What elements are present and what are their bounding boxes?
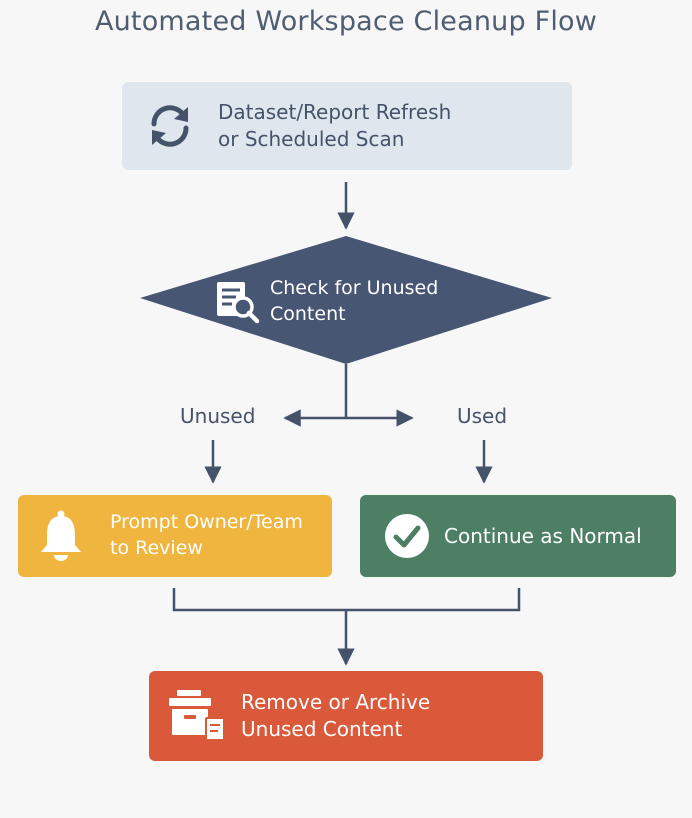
prompt-node-line1: Prompt Owner/Team <box>110 511 303 534</box>
decision-line2: Content <box>270 302 346 325</box>
continue-node-label: Continue as Normal <box>444 523 642 548</box>
diagram-title: Automated Workspace Cleanup Flow <box>94 6 598 37</box>
start-node-line2: or Scheduled Scan <box>218 127 405 151</box>
decision-node: Check for Unused Content <box>214 276 438 327</box>
start-node: Dataset/Report Refresh or Scheduled Scan <box>122 82 572 170</box>
refresh-icon <box>151 105 189 147</box>
document-search-icon <box>217 281 260 323</box>
continue-node: Continue as Normal <box>360 495 676 577</box>
bell-icon <box>41 510 81 561</box>
start-node-line1: Dataset/Report Refresh <box>218 100 452 124</box>
decision-diamond <box>140 236 552 364</box>
remove-node-line2: Unused Content <box>241 717 403 741</box>
check-circle-icon <box>385 514 429 558</box>
remove-node: Remove or Archive Unused Content <box>149 671 543 761</box>
branch-label-unused: Unused <box>180 404 256 428</box>
branch-label-used: Used <box>457 404 508 428</box>
prompt-node: Prompt Owner/Team to Review <box>18 495 332 577</box>
merge-connector <box>172 588 521 612</box>
prompt-node-line2: to Review <box>110 537 203 559</box>
remove-node-line1: Remove or Archive <box>241 690 431 714</box>
archive-box-icon <box>169 690 225 741</box>
decision-line1: Check for Unused <box>270 277 439 299</box>
